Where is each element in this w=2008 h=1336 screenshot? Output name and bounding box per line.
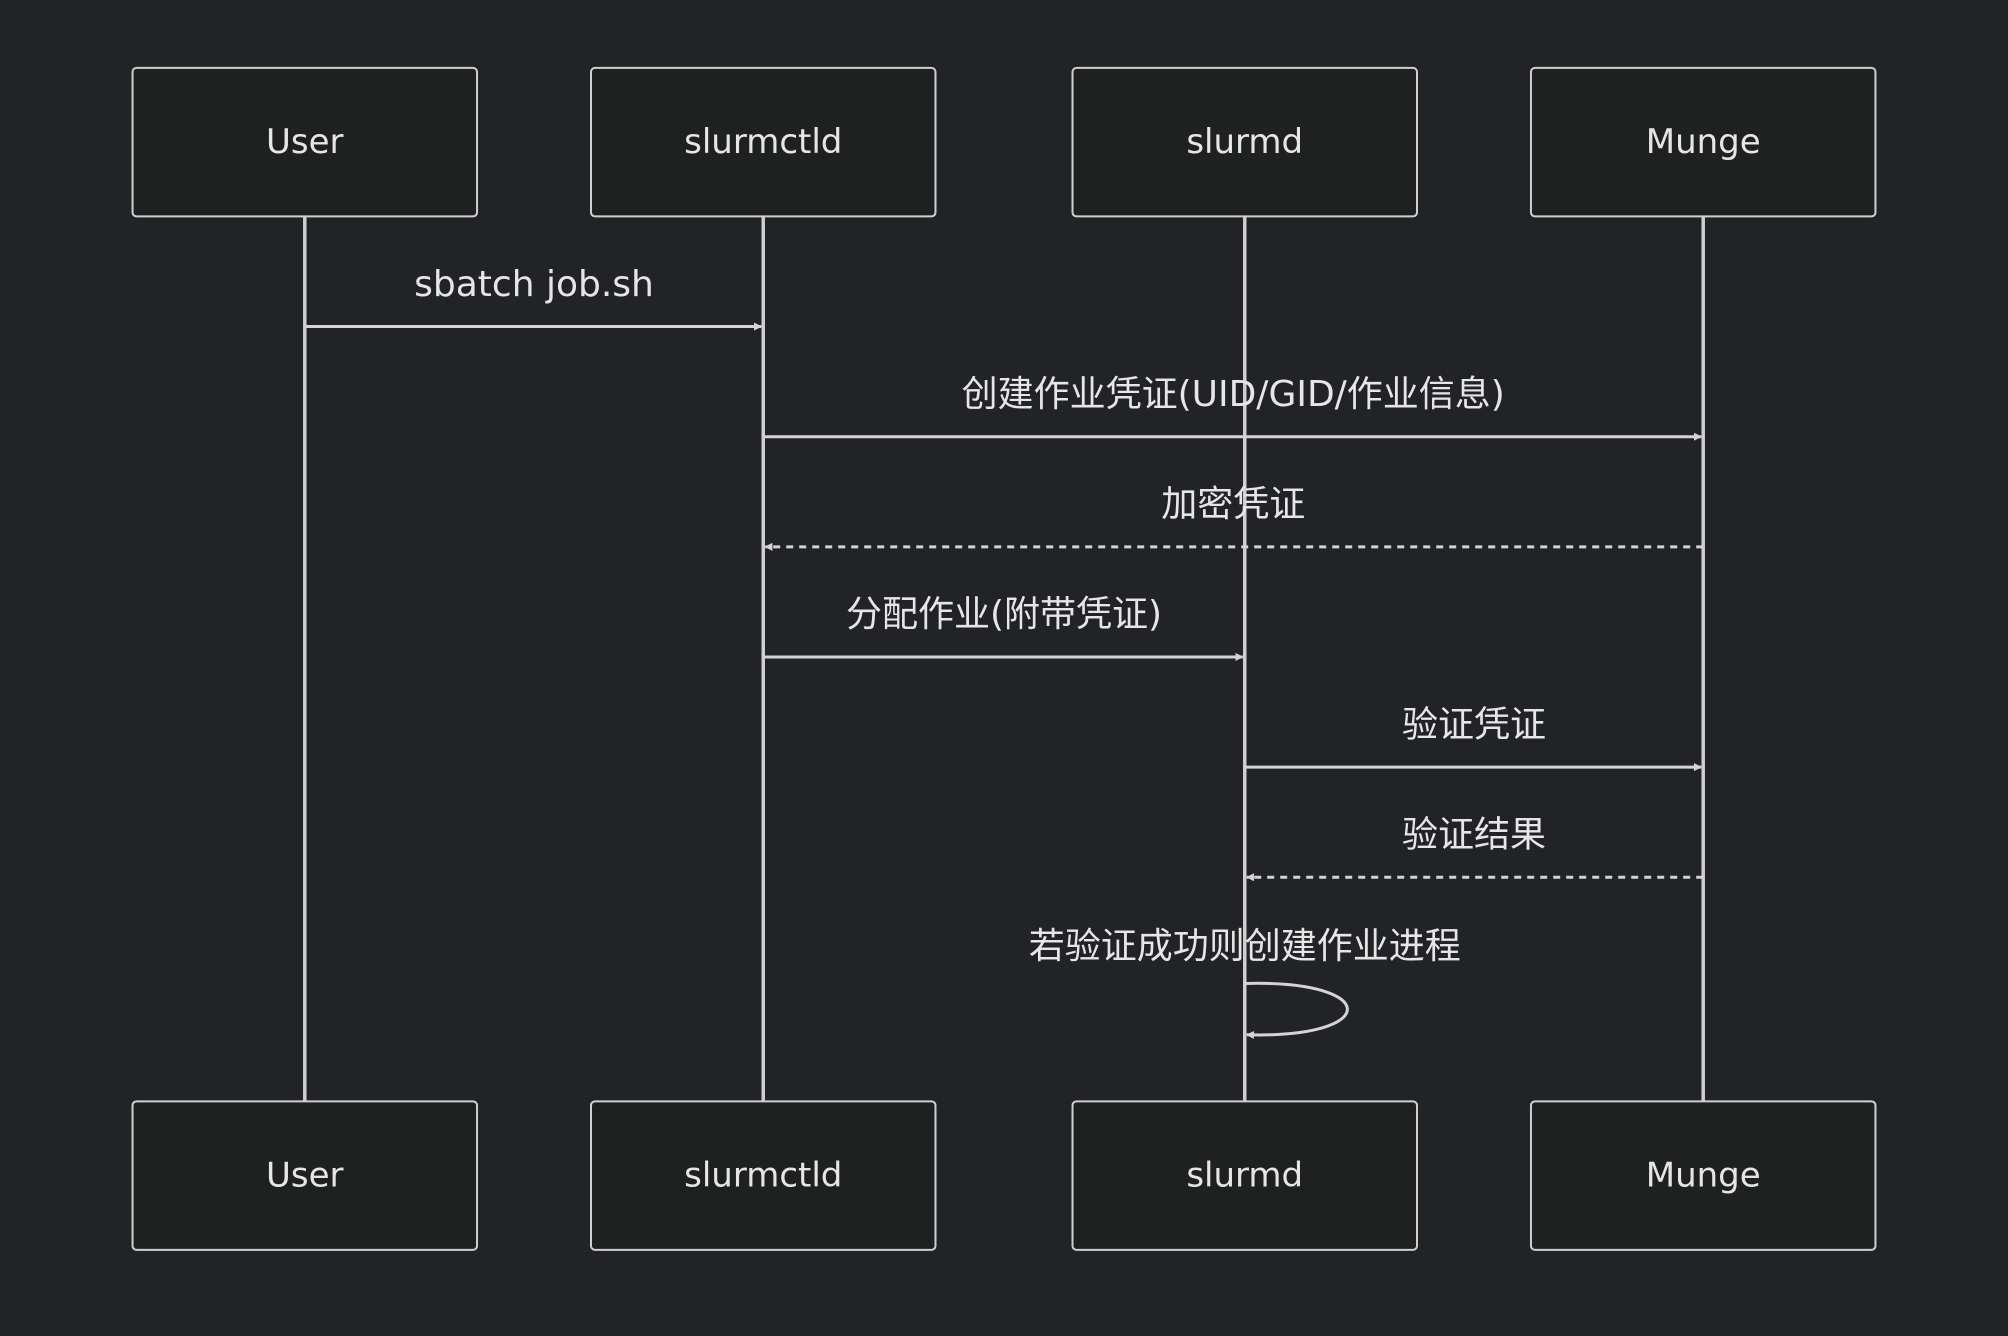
actors-bottom: User slurmctld slurmd Munge [131, 1100, 1877, 1251]
actor-munge-bottom: Munge [1529, 1100, 1877, 1251]
actor-box [590, 66, 937, 218]
message-label: sbatch job.sh [414, 264, 654, 305]
message-5: 验证凭证 [1244, 704, 1703, 772]
message-7: 若验证成功则创建作业进程 [1029, 926, 1461, 1039]
actor-label: slurmd [1186, 1156, 1303, 1196]
message-label: 验证凭证 [1402, 704, 1546, 745]
message-label: 创建作业凭证(UID/GID/作业信息) [962, 374, 1505, 415]
actor-box [1071, 66, 1418, 218]
actor-slurmctld-bottom: slurmctld [590, 1100, 937, 1251]
actor-box [1071, 1100, 1418, 1251]
actor-label: slurmd [1186, 122, 1303, 162]
message-label: 加密凭证 [1161, 484, 1305, 525]
message-4: 分配作业(附带凭证) [763, 594, 1244, 661]
actor-label: Munge [1646, 1156, 1761, 1196]
actor-box [1529, 66, 1877, 218]
actors-top: User slurmctld slurmd Munge [131, 66, 1877, 218]
actor-box [1529, 1100, 1877, 1251]
actor-user-bottom: User [131, 1100, 479, 1251]
message-label: 分配作业(附带凭证) [846, 594, 1162, 635]
message-3: 加密凭证 [764, 484, 1704, 551]
actor-slurmd-bottom: slurmd [1071, 1100, 1418, 1251]
message-2: 创建作业凭证(UID/GID/作业信息) [763, 374, 1703, 441]
actor-slurmd-top: slurmd [1071, 66, 1418, 218]
actor-user-top: User [131, 66, 479, 218]
actor-label: User [266, 1156, 344, 1196]
lifelines [303, 216, 1705, 1102]
actor-munge-top: Munge [1529, 66, 1877, 218]
actor-box [131, 66, 479, 218]
actor-label: Munge [1646, 122, 1761, 162]
actor-slurmctld-top: slurmctld [590, 66, 937, 218]
message-label: 验证结果 [1402, 814, 1546, 855]
actor-label: slurmctld [684, 1156, 842, 1196]
actor-box [590, 1100, 937, 1251]
actor-label: slurmctld [684, 122, 842, 162]
message-6: 验证结果 [1245, 814, 1704, 882]
actor-box [131, 1100, 479, 1251]
message-1: sbatch job.sh [304, 264, 763, 331]
actor-label: User [266, 122, 344, 162]
message-label: 若验证成功则创建作业进程 [1029, 926, 1461, 967]
messages: sbatch job.sh 创建作业凭证(UID/GID/作业信息) 加密凭证分配作… [304, 264, 1704, 1039]
self-loop-arrow [1244, 981, 1349, 1039]
